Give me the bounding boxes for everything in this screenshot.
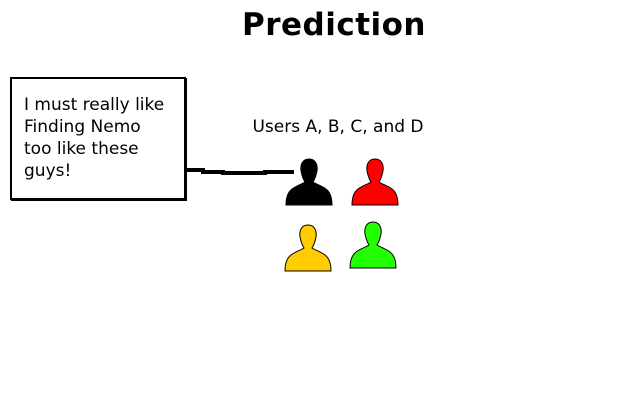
page-title: Prediction	[241, 7, 427, 43]
users-group-label: Users A, B, C, and D	[252, 117, 424, 137]
speech-bubble-text: I must really like Finding Nemo too like…	[24, 95, 165, 181]
user-b-icon	[351, 157, 399, 207]
user-a-icon	[285, 157, 333, 207]
user-silhouette-icon	[351, 158, 399, 206]
speech-bubble: I must really like Finding Nemo too like…	[10, 77, 186, 200]
user-c-icon	[284, 223, 332, 273]
user-d-icon	[349, 220, 397, 270]
user-silhouette-icon	[284, 224, 332, 272]
user-silhouette-icon	[285, 158, 333, 206]
user-silhouette-icon	[349, 221, 397, 269]
